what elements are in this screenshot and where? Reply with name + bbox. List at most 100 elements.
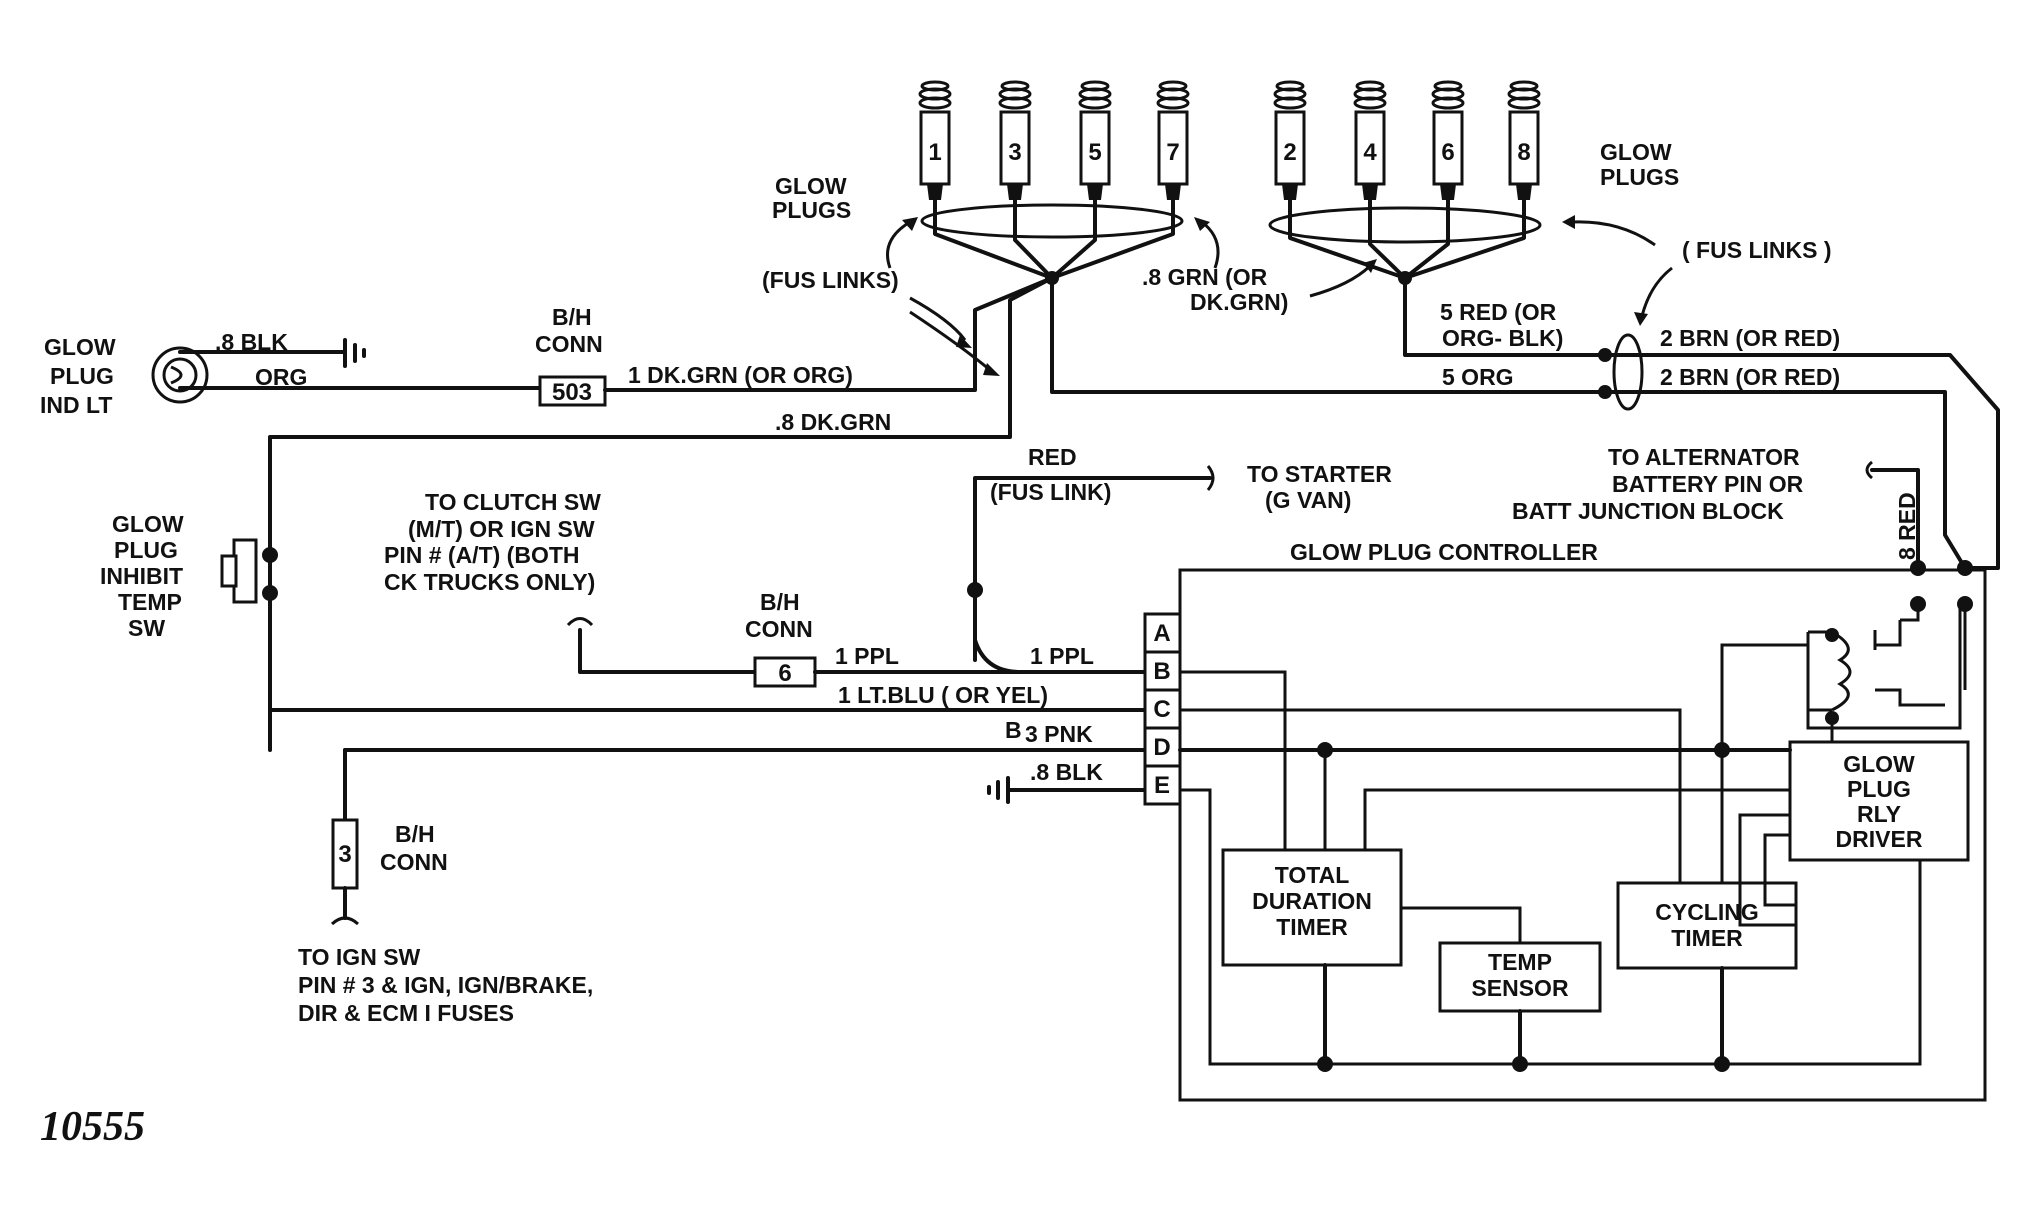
clutch-label-2: (M/T) OR IGN SW [408,516,595,542]
pnk-wire-label: 3 PNK [1025,721,1093,747]
cycling-timer-label-2: TIMER [1671,925,1743,951]
pin-c-label: C [1153,696,1170,723]
temp-sensor-label-1: TEMP [1488,949,1552,975]
clutch-label-4: CK TRUCKS ONLY) [384,569,595,595]
glow-plugs-left-label-2: PLUGS [772,197,851,223]
dkgrn-wire-label: .8 DK.GRN [775,409,891,435]
temp-sensor-label-2: SENSOR [1471,975,1569,1001]
pnk-prefix-label: B [1005,717,1022,743]
relay-driver-label-1: GLOW [1843,751,1915,777]
pin-a-label: A [1153,620,1170,647]
indicator-lamp-label-1: GLOW [44,334,116,360]
bh-connector-6-label-2: CONN [745,616,813,642]
bh-connector-503: 503 [538,375,607,407]
ground-symbol-lamp [343,338,366,368]
total-duration-timer-label-2: DURATION [1252,888,1372,914]
relay-driver-label-3: RLY [1857,801,1901,827]
indicator-lamp-org-label: ORG [255,364,307,390]
glow-plug-8-number: 8 [1517,139,1530,166]
inhibit-switch-label-3: INHIBIT [100,563,183,589]
total-duration-timer-label-3: TIMER [1276,914,1348,940]
bh-connector-6: 6 [753,656,817,688]
controller-connector: A B C D E [1143,612,1182,806]
indicator-lamp-label-3: IND LT [40,392,112,418]
ign-switch-label-1: TO IGN SW [298,944,421,970]
fusible-link-bundle-left [920,203,1184,239]
glow-plug-relay [1806,604,1962,730]
glow-plug-inhibit-temp-switch [220,538,278,604]
fus-links-left-label: (FUS LINKS) [762,267,899,293]
ppl-wire-right-label: 1 PPL [1030,643,1094,669]
total-duration-timer: TOTAL DURATION TIMER [1221,848,1403,967]
bh-connector-6-number: 6 [778,660,791,687]
pin-e-label: E [1154,772,1170,799]
brn-red-bottom-label: 2 BRN (OR RED) [1660,364,1840,390]
glow-plug-controller: GLOW PLUG CONTROLLER A B C D E [1143,539,1987,1102]
glow-plug-1: 1 [918,80,952,200]
inhibit-switch-label-1: GLOW [112,511,184,537]
figure-number: 10555 [40,1104,145,1150]
fusible-link-pair [1612,333,1644,411]
bh-connector-3-label-1: B/H [395,821,435,847]
to-starter-label-2: (G VAN) [1265,487,1351,513]
glow-plug-3: 3 [998,80,1032,200]
org-wire-label: 5 ORG [1442,364,1514,390]
glow-plug-6: 6 [1431,80,1465,200]
glow-plug-2: 2 [1273,80,1307,200]
annotation-arrows [886,215,1673,376]
glow-plug-7: 7 [1156,80,1190,200]
glow-plug-6-number: 6 [1441,139,1454,166]
ign-switch-label-3: DIR & ECM I FUSES [298,1000,514,1026]
glow-plug-1-number: 1 [928,139,941,166]
inhibit-switch-label-4: TEMP [118,589,182,615]
to-alternator-label-3: BATT JUNCTION BLOCK [1512,498,1784,524]
glow-plug-bank-left: 1 3 5 7 [918,80,1190,285]
red-8-wire-label: 8 RED [1894,492,1920,560]
total-duration-timer-label-1: TOTAL [1275,862,1350,888]
bh-connector-3: 3 [331,818,359,890]
cycling-timer-label-1: CYCLING [1655,899,1759,925]
relay-driver-label-4: DRIVER [1836,826,1923,852]
fus-links-right-label: ( FUS LINKS ) [1682,237,1832,263]
to-starter-label-1: TO STARTER [1247,461,1392,487]
ign-switch-label-2: PIN # 3 & IGN, IGN/BRAKE, [298,972,593,998]
fus-link-label: (FUS LINK) [990,479,1111,505]
red-org-blk-label-1: 5 RED (OR [1440,299,1557,325]
relay-driver-label-2: PLUG [1847,776,1911,802]
glow-plugs-right-label-2: PLUGS [1600,164,1679,190]
bh-connector-503-label-2: CONN [535,331,603,357]
glow-plug-2-number: 2 [1283,139,1296,166]
glow-plug-indicator-lamp [151,346,209,404]
brn-red-top-label: 2 BRN (OR RED) [1660,325,1840,351]
dkgrn-org-wire-label: 1 DK.GRN (OR ORG) [628,362,853,388]
bh-connector-503-number: 503 [552,379,592,406]
glow-plug-4: 4 [1353,80,1387,200]
red-org-blk-label-2: ORG- BLK) [1442,325,1563,351]
inhibit-switch-label-5: SW [128,615,165,641]
glow-plug-bank-right: 2 4 6 8 [1268,80,1542,285]
clutch-label-1: TO CLUTCH SW [425,489,601,515]
indicator-lamp-label-2: PLUG [50,363,114,389]
grn-wire-label-2: DK.GRN) [1190,289,1288,315]
inhibit-switch-label-2: PLUG [114,537,178,563]
to-alternator-label-1: TO ALTERNATOR [1608,444,1800,470]
glow-plug-7-number: 7 [1166,139,1179,166]
pin-b-label: B [1153,658,1170,685]
glow-plugs-left-label-1: GLOW [775,173,847,199]
temp-sensor: TEMP SENSOR [1438,941,1602,1013]
ppl-wire-left-label: 1 PPL [835,643,899,669]
pin-d-label: D [1153,734,1170,761]
bh-connector-3-label-2: CONN [380,849,448,875]
ltblu-wire-label: 1 LT.BLU ( OR YEL) [838,682,1048,708]
fusible-link-bundle-right [1268,206,1542,244]
blk-wire-label: .8 BLK [1030,759,1103,785]
ground-symbol-controller [987,776,1010,804]
clutch-label-3: PIN # (A/T) (BOTH [384,542,580,568]
glow-plug-3-number: 3 [1008,139,1021,166]
bh-connector-3-number: 3 [338,841,351,868]
glow-plug-5: 5 [1078,80,1112,200]
glow-plug-relay-driver: GLOW PLUG RLY DRIVER [1788,740,1970,862]
glow-plugs-right-label-1: GLOW [1600,139,1672,165]
glow-plug-5-number: 5 [1088,139,1101,166]
